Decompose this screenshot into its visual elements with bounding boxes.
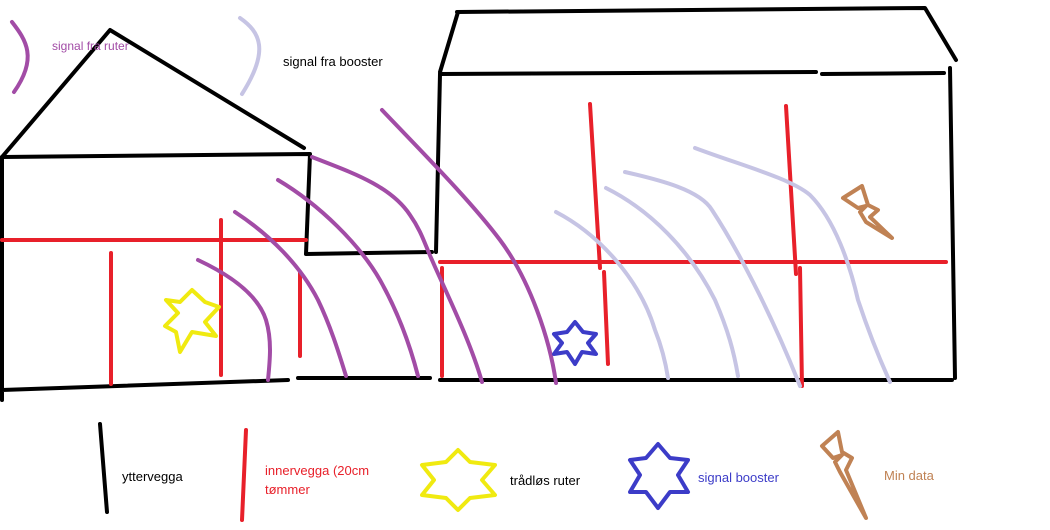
router-signal-arc — [233, 210, 348, 378]
signal-router-label: signal fra ruter — [52, 39, 129, 53]
legend-outer-wall-label: yttervegga — [122, 469, 183, 484]
right-building-inner-wall-3 — [602, 270, 610, 366]
booster-signal-arc — [604, 186, 740, 378]
router-signal-arcs — [10, 20, 558, 385]
legend-my-computer-label: Min data — [884, 468, 935, 483]
booster-signal-arcs — [238, 16, 892, 388]
booster-signal-arc — [693, 146, 892, 384]
router-signal-arc — [380, 108, 558, 385]
legend-inner-wall-swatch — [240, 428, 248, 522]
legend-lightning-icon — [820, 430, 868, 520]
booster-signal-arc — [554, 210, 670, 380]
legend-router-label: trådløs ruter — [510, 473, 581, 488]
router-signal-arc — [310, 155, 484, 384]
signal-booster-label: signal fra booster — [283, 54, 383, 69]
booster-signal-arc — [623, 170, 802, 388]
legend-inner-wall-label-2: tømmer — [265, 482, 310, 497]
legend-outer-wall-swatch — [98, 422, 109, 514]
lightning-icon — [841, 184, 894, 240]
left-house-walls — [0, 152, 434, 402]
right-building-inner-wall-4 — [784, 104, 798, 276]
right-building-inner-wall-5 — [798, 266, 804, 388]
legend-router-star-icon — [420, 448, 497, 512]
outer-walls — [0, 6, 958, 402]
legend-booster-label: signal booster — [698, 470, 780, 485]
legend-inner-wall-label-1: innervegga (20cm — [265, 463, 369, 478]
router-signal-arc-legend — [10, 20, 30, 94]
router-signal-arc — [276, 178, 420, 378]
booster-signal-arc-legend — [238, 16, 262, 96]
booster-star-icon — [552, 320, 598, 366]
router-star-icon — [163, 288, 221, 354]
router-signal-arc — [196, 258, 272, 382]
legend: yttervegga innervegga (20cm tømmer trådl… — [98, 422, 935, 522]
inner-walls — [0, 102, 948, 388]
legend-booster-star-icon — [628, 442, 690, 510]
right-building-walls — [434, 66, 957, 382]
right-building-roof — [438, 6, 958, 76]
left-house-roof — [0, 28, 306, 159]
